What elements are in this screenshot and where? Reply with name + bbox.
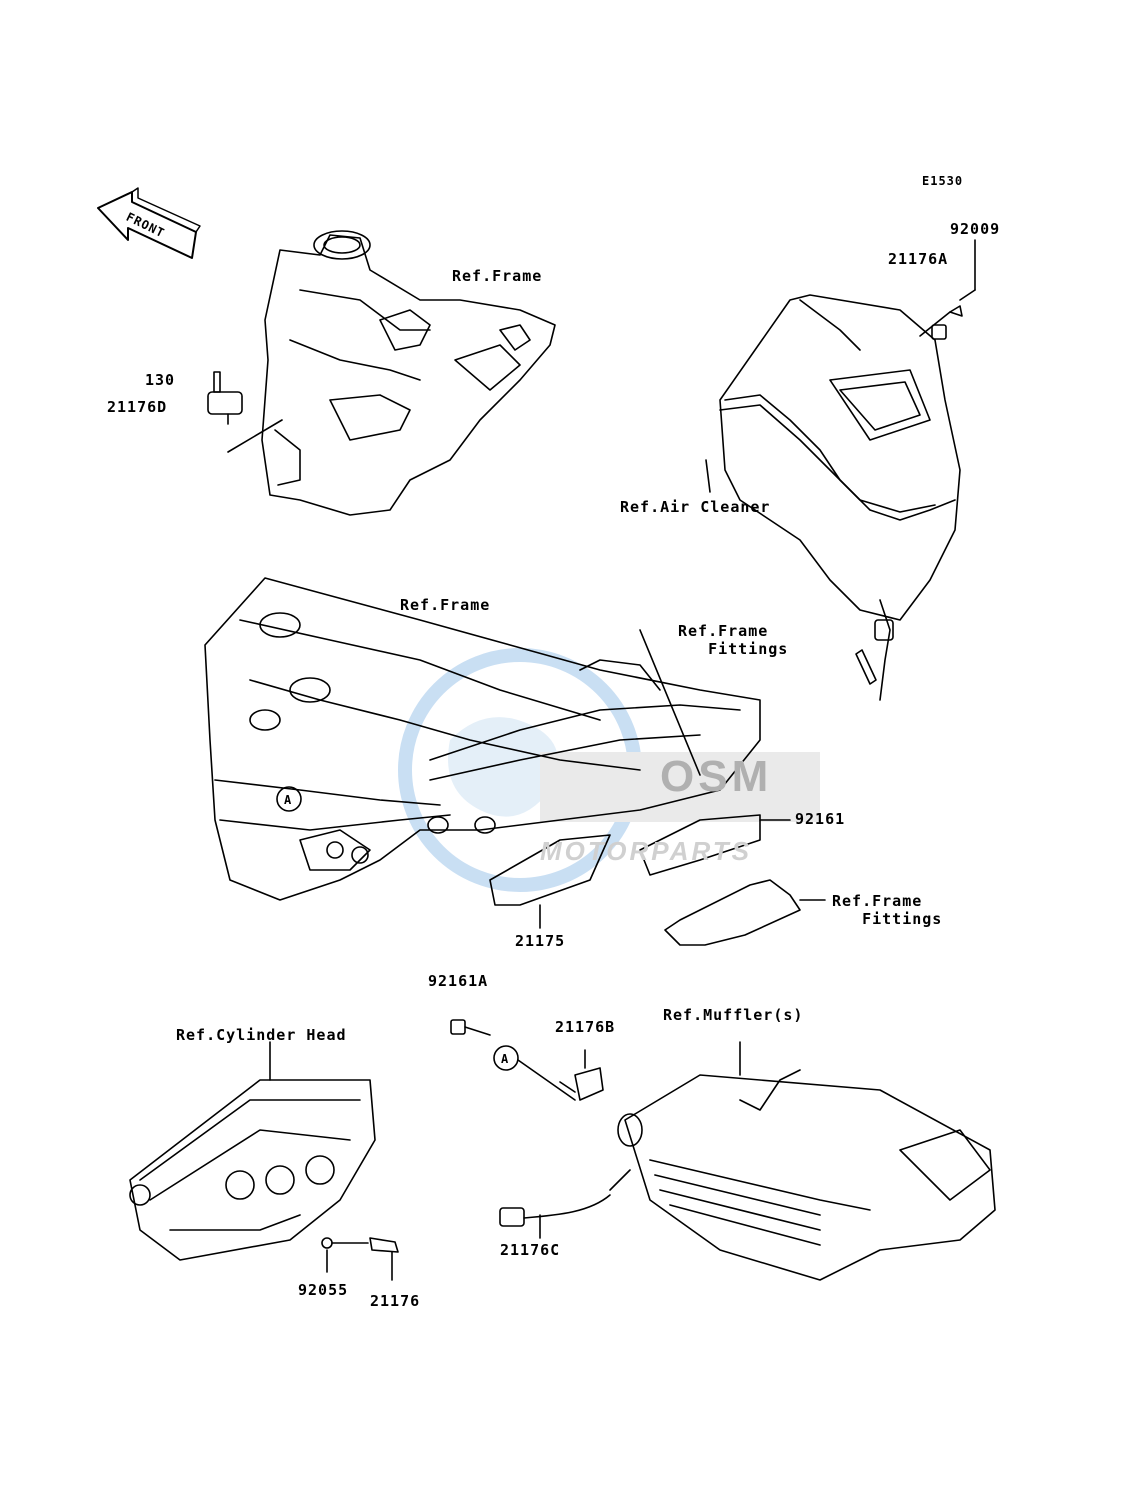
- part-label-130: 130: [145, 371, 176, 389]
- part-label-92161a: 92161A: [428, 972, 489, 990]
- circle-a-label-2: A: [501, 1052, 510, 1066]
- part-label-92055: 92055: [298, 1281, 349, 1299]
- front-arrow-icon: [97, 187, 201, 259]
- circle-a-label: A: [284, 793, 293, 807]
- ref-frame-top-label: Ref.Frame: [452, 267, 543, 285]
- ref-frame-fittings-label-2: Ref.Frame Fittings: [832, 892, 943, 928]
- ref-cylinder-head-label: Ref.Cylinder Head: [176, 1026, 347, 1044]
- bracket-21175-drawing: [489, 834, 611, 929]
- frame-rear-drawing: [204, 577, 761, 901]
- frame-front-drawing: [261, 230, 556, 516]
- ref-frame-mid-label: Ref.Frame: [400, 596, 491, 614]
- ref-air-cleaner-label: Ref.Air Cleaner: [620, 498, 771, 516]
- cylinder-head-drawing: [129, 1041, 376, 1261]
- diagram-code: E1530: [922, 174, 964, 188]
- frame-fittings-bracket-drawing: [664, 879, 826, 946]
- part-label-21176: 21176: [370, 1292, 421, 1310]
- ref-muffler-label: Ref.Muffler(s): [663, 1006, 804, 1024]
- muffler-drawing: [617, 1041, 996, 1281]
- part-label-21175: 21175: [515, 932, 566, 950]
- watermark-brand: OSM: [660, 752, 773, 801]
- part-label-21176d: 21176D: [107, 398, 168, 416]
- sensor-21176-drawing: [321, 1237, 399, 1281]
- sensor-21176c-drawing: [499, 1169, 631, 1239]
- watermark-tagline: MOTORPARTS: [540, 836, 753, 866]
- circle-a-marker: [276, 786, 302, 812]
- part-label-21176c: 21176C: [500, 1241, 561, 1259]
- circle-a-marker-2: [493, 1045, 519, 1071]
- part-label-92161: 92161: [795, 810, 846, 828]
- plate-92161-drawing: [639, 814, 791, 876]
- sensor-21176b-drawing: [450, 1019, 604, 1101]
- ref-frame-fittings-label-1: Ref.Frame Fittings: [678, 622, 789, 658]
- part-label-21176b: 21176B: [555, 1018, 616, 1036]
- air-cleaner-drawing: [705, 239, 976, 701]
- sensor-21176d-drawing: [207, 371, 283, 453]
- part-label-92009: 92009: [950, 220, 1001, 238]
- part-label-21176a: 21176A: [888, 250, 949, 268]
